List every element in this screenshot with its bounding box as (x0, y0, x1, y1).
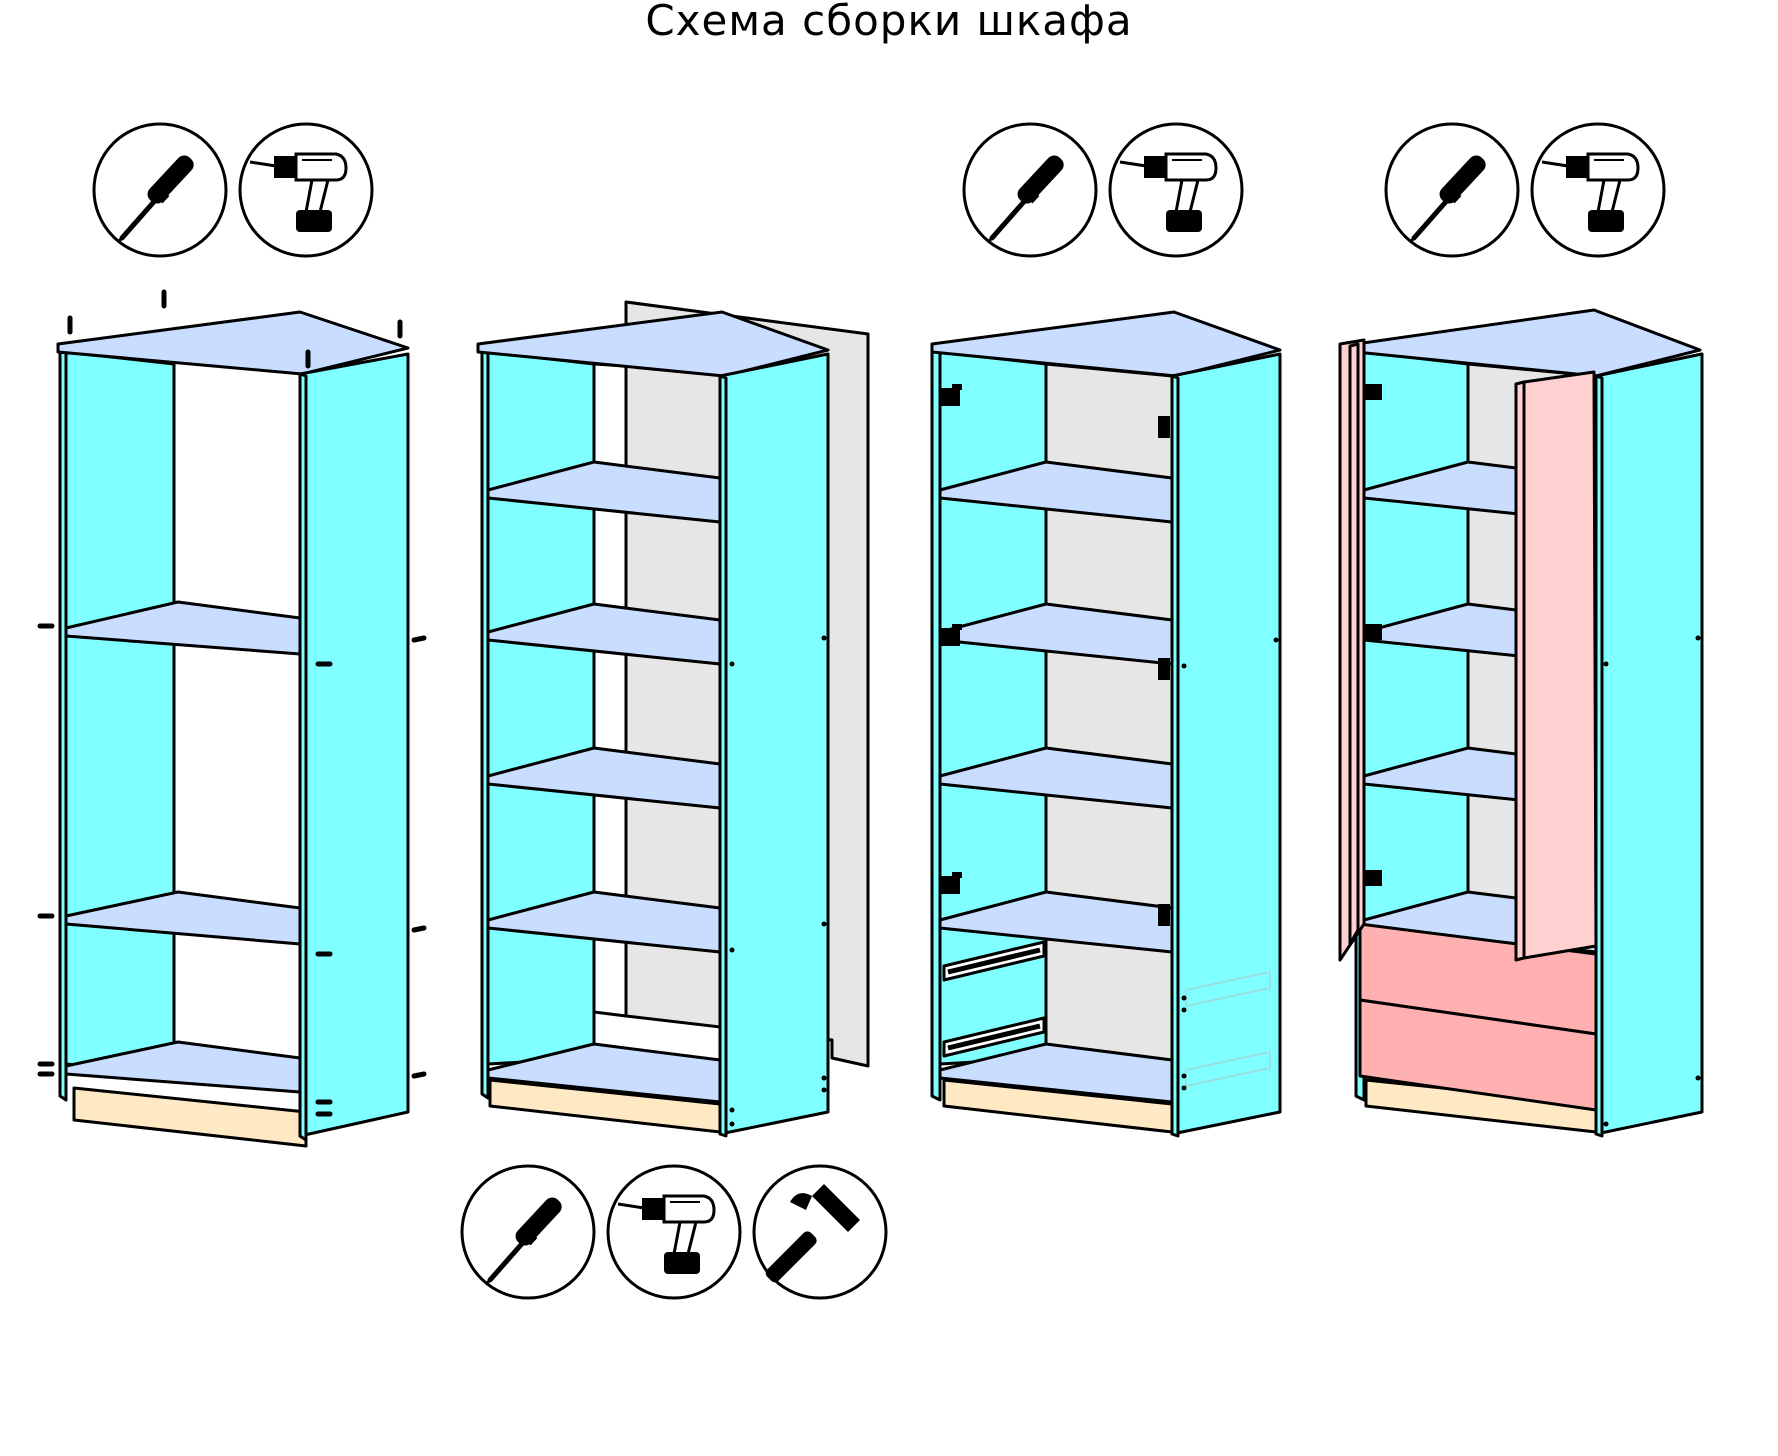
hinges (1364, 384, 1701, 1127)
top-board (56, 310, 410, 376)
top-board (930, 310, 1282, 378)
step-1-tools (94, 122, 374, 258)
hammer-icon (752, 1164, 888, 1300)
drill-icon (1530, 122, 1666, 258)
right-side-panel (1170, 352, 1282, 1136)
step-3-hinges-rails (930, 310, 1282, 1138)
drill-icon (238, 122, 374, 258)
hinge-plate (1158, 658, 1170, 680)
left-side-panel (64, 350, 176, 1076)
step-2-back-panel (476, 300, 870, 1138)
hinge-plate (1158, 904, 1170, 926)
screwdriver-icon (94, 124, 226, 256)
hinge-plate (1158, 416, 1170, 438)
hinge (1364, 624, 1382, 640)
right-side-panel (1594, 352, 1704, 1136)
screwdriver-icon (1386, 124, 1518, 256)
top-board (476, 310, 830, 378)
step-4-tools (1386, 122, 1666, 258)
drill-icon (1108, 122, 1244, 258)
hinge (940, 876, 960, 894)
hinge (1364, 870, 1382, 886)
step-2-tools (462, 1164, 888, 1300)
plinth-panel (72, 1086, 308, 1148)
hinge (1364, 384, 1382, 400)
right-door (1522, 370, 1598, 960)
screwdriver-icon (462, 1166, 594, 1298)
step-4-doors-drawers (1338, 308, 1704, 1138)
right-side-panel (718, 352, 830, 1136)
screwdriver-icon (964, 124, 1096, 256)
step-3-tools (964, 122, 1244, 258)
page-title: Схема сборки шкафа (645, 0, 1133, 45)
right-side-panel (298, 352, 410, 1138)
hinge (940, 388, 960, 406)
drill-icon (606, 1164, 742, 1300)
hinge (940, 628, 960, 646)
hinges (940, 384, 1279, 1091)
step-1-frame (37, 289, 427, 1148)
left-side-panel (486, 350, 596, 1066)
